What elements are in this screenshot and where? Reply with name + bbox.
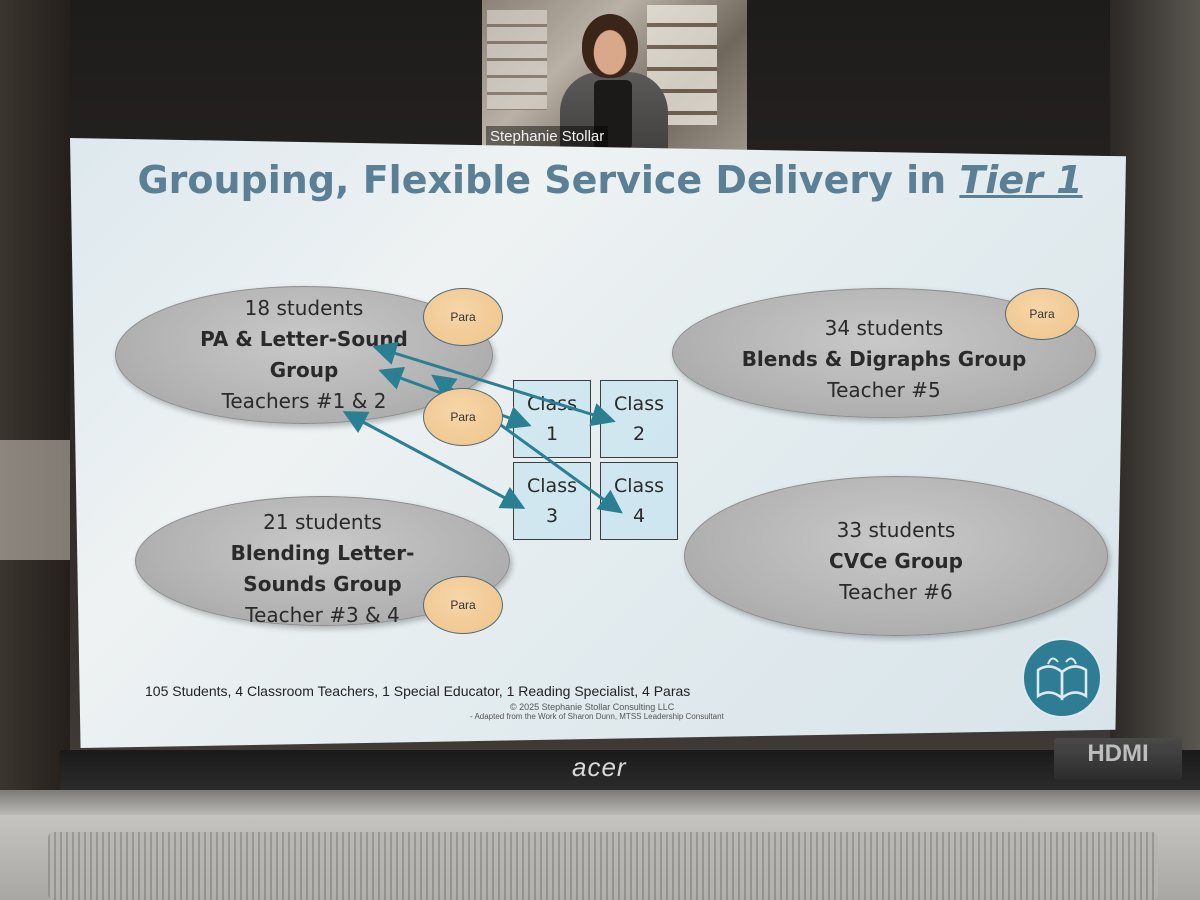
slide-title-tier: Tier 1 [959, 158, 1083, 202]
participant-video-tile[interactable]: Stephanie Stollar [482, 0, 747, 150]
room-right [1110, 0, 1200, 800]
para-badge: Para [423, 388, 503, 446]
slide-title-main: Grouping, Flexible Service Delivery in [137, 158, 960, 202]
room-wall [0, 440, 70, 560]
bookshelf-left [487, 10, 547, 110]
group-students: 33 students [836, 518, 956, 542]
class-label: Class [527, 393, 577, 415]
laptop-bezel-bottom [60, 750, 1200, 790]
group-students: 21 students [263, 510, 382, 534]
group-teachers: Teacher #5 [827, 378, 941, 402]
class-label: Class [527, 475, 577, 497]
slide-copyright: © 2025 Stephanie Stollar Consulting LLC [510, 702, 675, 712]
class-label: Class [614, 393, 664, 415]
hdmi-sticker: HDMI [1054, 738, 1182, 780]
slide-footer-summary: 105 Students, 4 Classroom Teachers, 1 Sp… [145, 683, 691, 699]
open-book-icon [1022, 638, 1102, 718]
class-number: 3 [545, 505, 559, 527]
group-name: Blending Letter- [230, 541, 415, 565]
group-cvce: 33 students CVCe Group Teacher #6 [684, 476, 1108, 636]
slide-title: Grouping, Flexible Service Delivery in T… [130, 158, 1090, 202]
class-number: 4 [632, 505, 646, 527]
arrows-layer [70, 138, 1126, 748]
class-number: 1 [545, 423, 559, 445]
laptop-brand-logo: acer [572, 752, 627, 782]
group-teachers: Teacher #6 [839, 580, 953, 604]
class-label: Class [614, 475, 664, 497]
participant-name-label: Stephanie Stollar [486, 126, 609, 147]
presenter-head [582, 14, 638, 78]
para-badge: Para [1005, 288, 1079, 340]
class-box-1: Class 1 [513, 380, 591, 458]
shared-slide: Grouping, Flexible Service Delivery in T… [70, 138, 1126, 748]
class-number: 2 [632, 423, 646, 445]
group-name: Blends & Digraphs Group [741, 347, 1027, 371]
room-left [0, 0, 70, 800]
presenter-shirt [594, 80, 632, 150]
class-box-4: Class 4 [600, 462, 678, 540]
class-box-3: Class 3 [513, 462, 591, 540]
para-badge: Para [423, 288, 503, 346]
group-name-cont: Group [269, 358, 339, 382]
group-name: CVCe Group [829, 549, 963, 573]
class-box-2: Class 2 [600, 380, 678, 458]
slide-attribution: - Adapted from the Work of Sharon Dunn, … [470, 712, 724, 721]
speaker-grille [48, 832, 1158, 900]
open-book-icon-graphic [1024, 640, 1100, 716]
para-badge: Para [423, 576, 503, 634]
